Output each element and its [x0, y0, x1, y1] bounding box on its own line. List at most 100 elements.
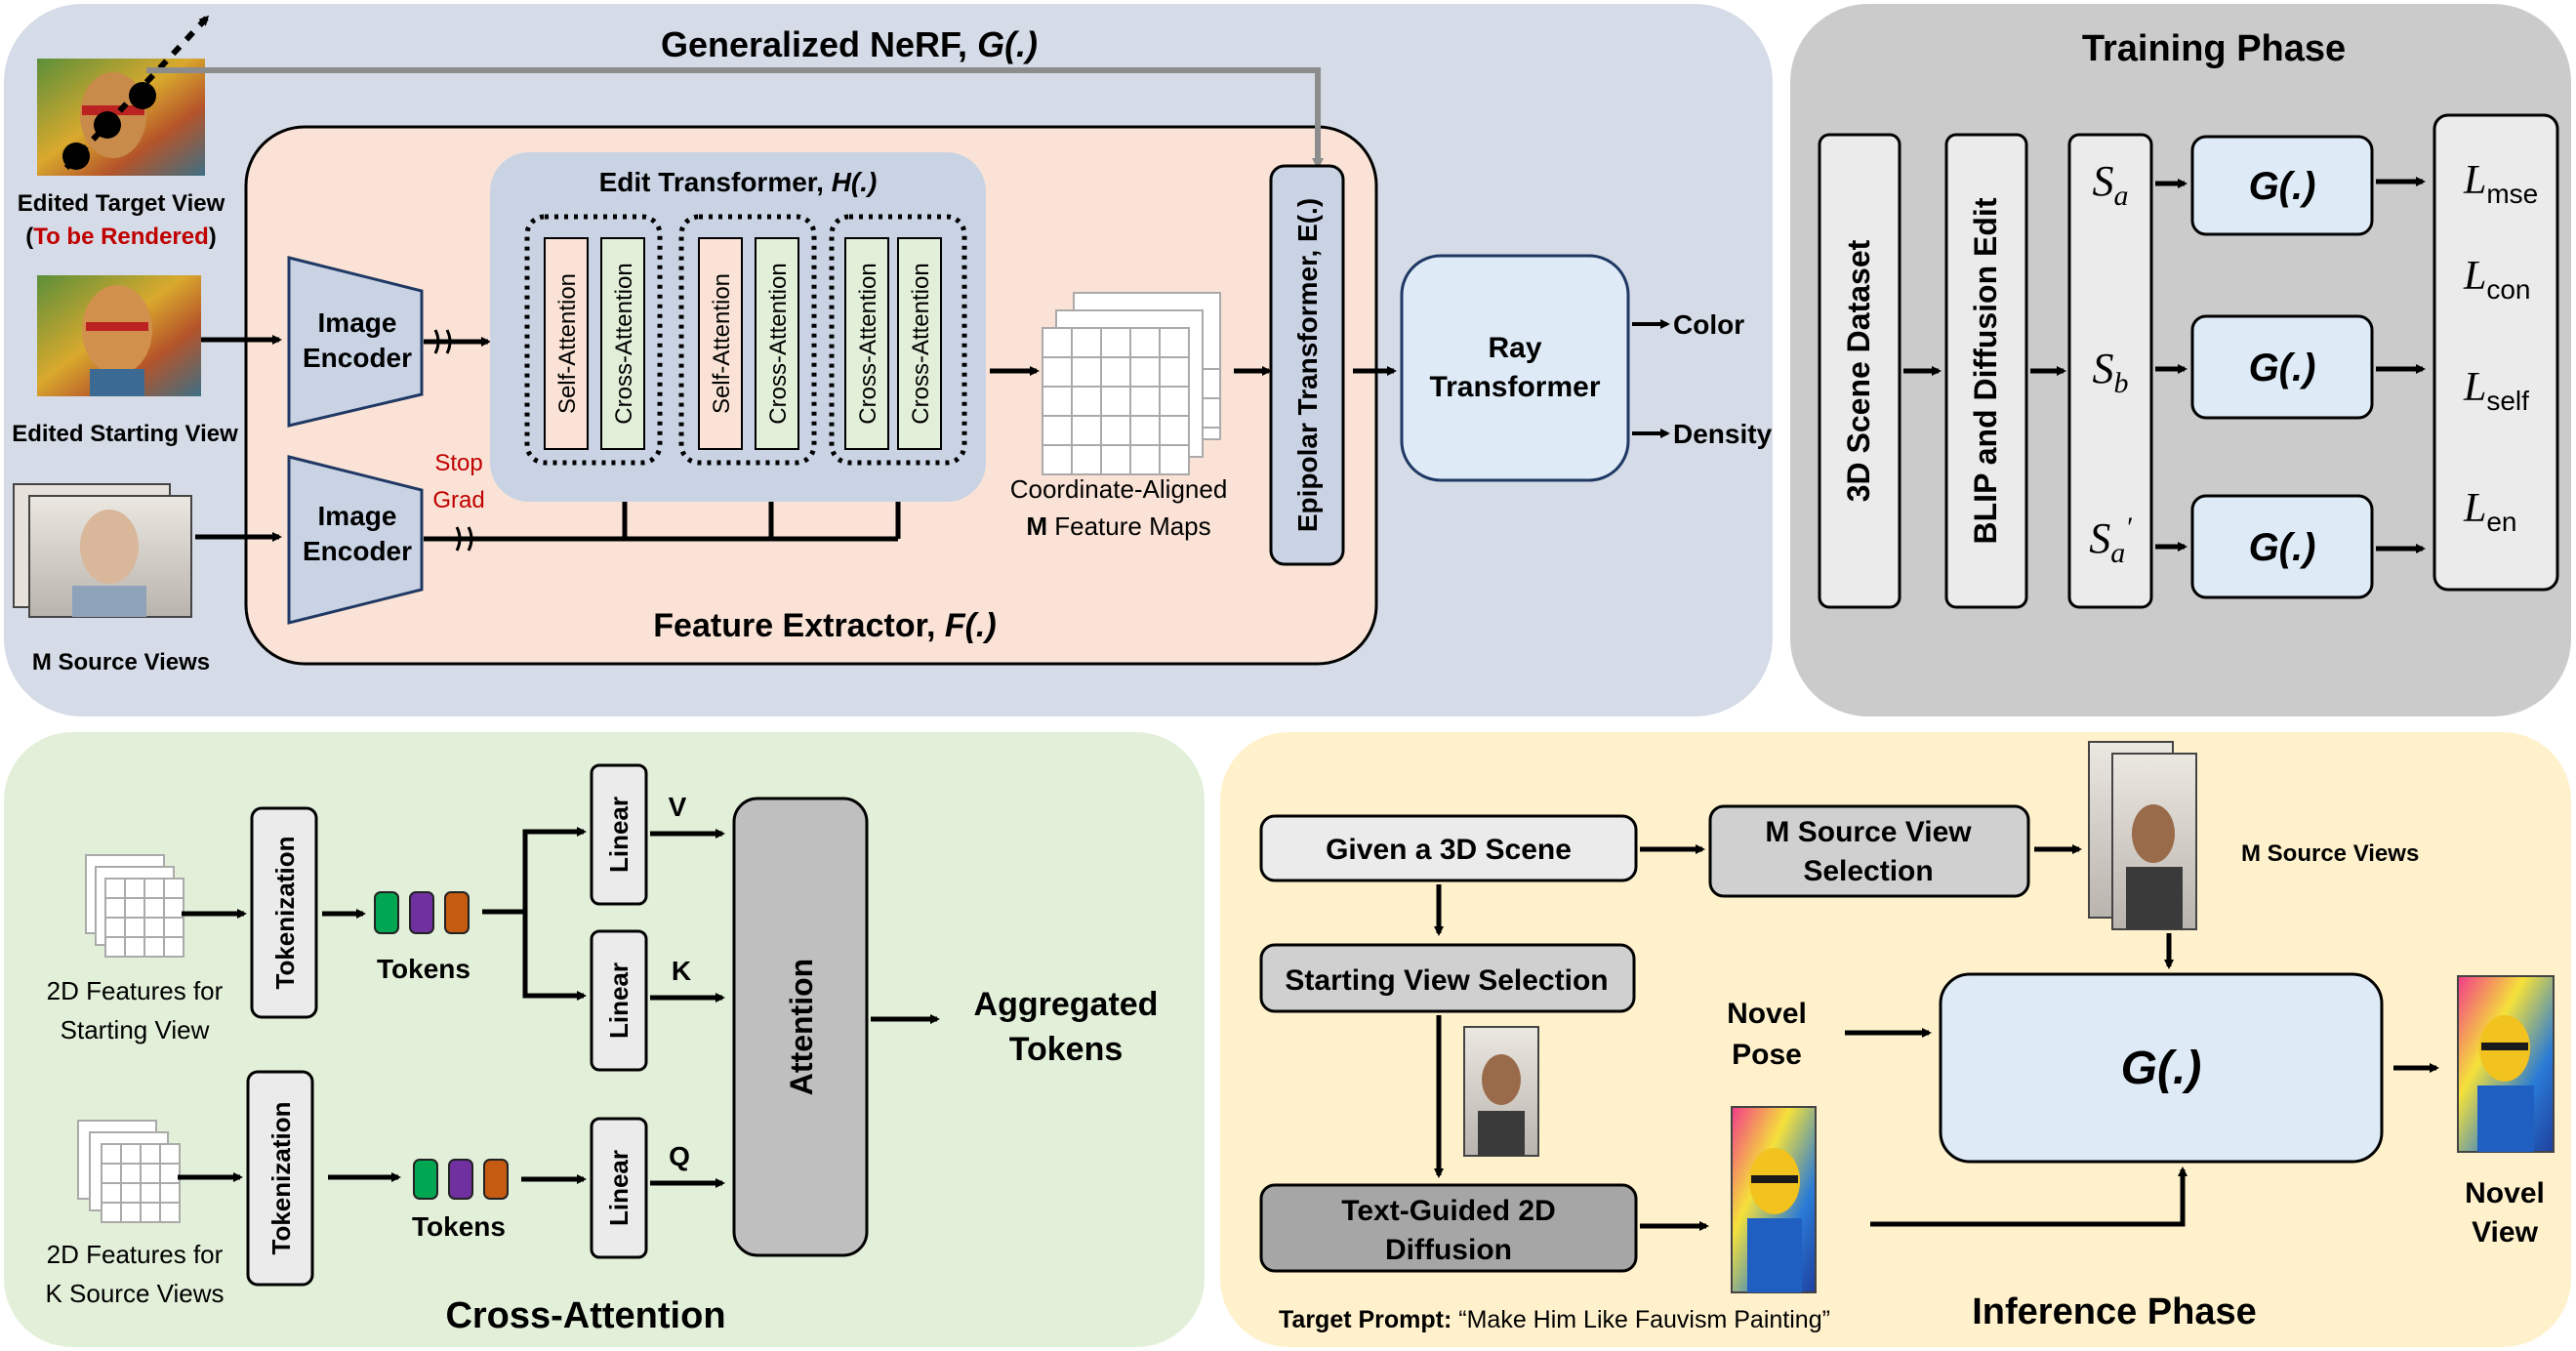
g-box-1	[2190, 135, 2374, 236]
s-a-label: Sa	[2093, 157, 2129, 212]
token-green-top	[374, 891, 399, 934]
epipolar-transformer-label: Epipolar Transformer, E(.)	[1292, 198, 1323, 532]
block-3-cross-attention-a	[844, 237, 889, 450]
linear-box-q	[590, 1117, 648, 1259]
v-label: V	[669, 792, 687, 822]
loss-box	[2433, 113, 2559, 592]
novel-view-label-1: Novel	[2465, 1177, 2545, 1209]
feature-extractor-label: Feature Extractor, F(.)	[653, 607, 996, 644]
token-purple-top	[409, 891, 434, 934]
cross-attention-panel: Cross-Attention 2D Features for Starting…	[4, 732, 1205, 1347]
inference-source-views-label: M Source Views	[2241, 840, 2419, 867]
dataset-label: 3D Scene Dataset	[1841, 239, 1876, 502]
ray-transformer-label-2: Transformer	[1429, 371, 1600, 403]
tokenization-top-label: Tokenization	[270, 837, 300, 990]
diffusion-box	[1259, 1183, 1638, 1273]
tokens-to-v-arrow	[482, 827, 587, 915]
token-orange-bottom	[483, 1159, 509, 1200]
stop-grad-label-2: Grad	[432, 487, 484, 513]
token-orange-top	[444, 891, 470, 934]
inference-g-box	[1939, 972, 2384, 1164]
m-selection-box	[1708, 804, 2030, 898]
inference-phase-panel: Inference Phase Given a 3D Scene M Sourc…	[1220, 732, 2571, 1347]
target-to-epipolar-arrow	[146, 67, 1324, 170]
break-symbol-bottom	[455, 526, 473, 552]
edited-starting-view-image	[37, 275, 201, 396]
linear-v-label: Linear	[604, 797, 634, 873]
m-selection-label-1: M Source View	[1765, 816, 1972, 848]
m-source-views-label: M Source Views	[32, 649, 210, 676]
ray-transformer-label-1: Ray	[1488, 332, 1541, 364]
blip-label: BLIP and Diffusion Edit	[1968, 197, 2003, 544]
transformer-block-2	[678, 214, 817, 466]
block-2-self-attention-label: Self-Attention	[709, 273, 735, 414]
image-encoder-top-label-2: Encoder	[303, 343, 412, 373]
block-2-self-attention	[698, 237, 743, 450]
cross-attention-title: Cross-Attention	[445, 1295, 725, 1336]
g-box-1-label: G(.)	[2249, 165, 2316, 208]
loss-con: Lcon	[2463, 254, 2531, 305]
block-2-cross-attention	[755, 237, 799, 450]
s-column-box	[2067, 133, 2153, 609]
loss-mse: Lmse	[2463, 158, 2538, 209]
diffusion-label-1: Text-Guided 2D	[1341, 1195, 1555, 1227]
novel-pose-label-2: Pose	[1732, 1039, 1802, 1071]
token-purple-bottom	[448, 1159, 473, 1200]
block-3-cross-attention-b-label: Cross-Attention	[908, 263, 934, 424]
source-features-label-1: 2D Features for	[47, 1240, 224, 1269]
epipolar-transformer-box	[1269, 164, 1345, 566]
aggregated-tokens-label-1: Aggregated	[974, 986, 1159, 1023]
starting-view-photo	[1463, 1026, 1539, 1157]
edited-target-view-label: Edited Target View	[18, 190, 225, 217]
token-green-bottom	[413, 1159, 438, 1200]
loss-en: Len	[2463, 486, 2517, 537]
source-features-grid	[77, 1120, 181, 1223]
linear-q-label: Linear	[604, 1150, 634, 1226]
k-label: K	[672, 956, 691, 986]
generalized-nerf-panel: Generalized NeRF, G(.) Feature Extractor…	[4, 4, 1773, 716]
tokens-top-label: Tokens	[377, 954, 470, 984]
g-box-3-label: G(.)	[2249, 526, 2316, 569]
inference-source-views-stack	[2088, 741, 2197, 930]
linear-box-v	[590, 763, 648, 906]
dataset-box	[1818, 133, 1901, 609]
tokens-bottom-label: Tokens	[412, 1211, 506, 1242]
q-label: Q	[669, 1141, 690, 1171]
source-features-label-2: K Source Views	[45, 1279, 224, 1308]
block-1-cross-attention-label: Cross-Attention	[611, 263, 637, 424]
ray-transformer-box	[1400, 254, 1630, 482]
diffusion-label-2: Diffusion	[1385, 1234, 1512, 1266]
transformer-block-3	[829, 214, 967, 466]
feature-maps-label-2: M Feature Maps	[1026, 512, 1210, 541]
edited-starting-view-label: Edited Starting View	[12, 421, 238, 447]
novel-view-image	[2457, 975, 2555, 1153]
block-1-cross-attention	[600, 237, 645, 450]
block-2-cross-attention-label: Cross-Attention	[765, 263, 792, 424]
transformer-block-1	[524, 214, 663, 466]
tokens-to-k-arrow	[522, 912, 587, 1001]
blip-box	[1944, 133, 2028, 609]
given-scene-box	[1259, 814, 1638, 882]
m-selection-label-2: Selection	[1803, 855, 1933, 887]
starting-selection-label: Starting View Selection	[1285, 964, 1608, 997]
image-encoder-top	[287, 256, 424, 428]
tokenization-bottom-label: Tokenization	[266, 1102, 296, 1255]
image-encoder-bottom	[287, 455, 424, 625]
block-1-self-attention	[544, 237, 589, 450]
edit-transformer-label: Edit Transformer, H(.)	[599, 167, 878, 197]
edited-starting-image	[1731, 1106, 1817, 1293]
image-encoder-top-label-1: Image	[318, 307, 397, 338]
edited-target-view-image	[37, 15, 210, 176]
attention-label: Attention	[784, 959, 819, 1095]
training-title: Training Phase	[2082, 28, 2346, 69]
target-prompt: Target Prompt: “Make Him Like Fauvism Pa…	[1279, 1306, 1830, 1333]
linear-k-label: Linear	[604, 962, 634, 1039]
image-to-g-arrow	[1870, 1167, 2188, 1227]
image-encoder-bottom-label-2: Encoder	[303, 536, 412, 566]
novel-view-label-2: View	[2472, 1216, 2538, 1249]
s-a-prime-label: Sa′	[2089, 512, 2132, 569]
training-phase-panel: Training Phase 3D Scene Dataset BLIP and…	[1790, 4, 2571, 716]
nerf-title: Generalized NeRF, G(.)	[661, 24, 1038, 64]
density-output-label: Density	[1673, 419, 1773, 449]
image-encoder-bottom-label-1: Image	[318, 501, 397, 531]
